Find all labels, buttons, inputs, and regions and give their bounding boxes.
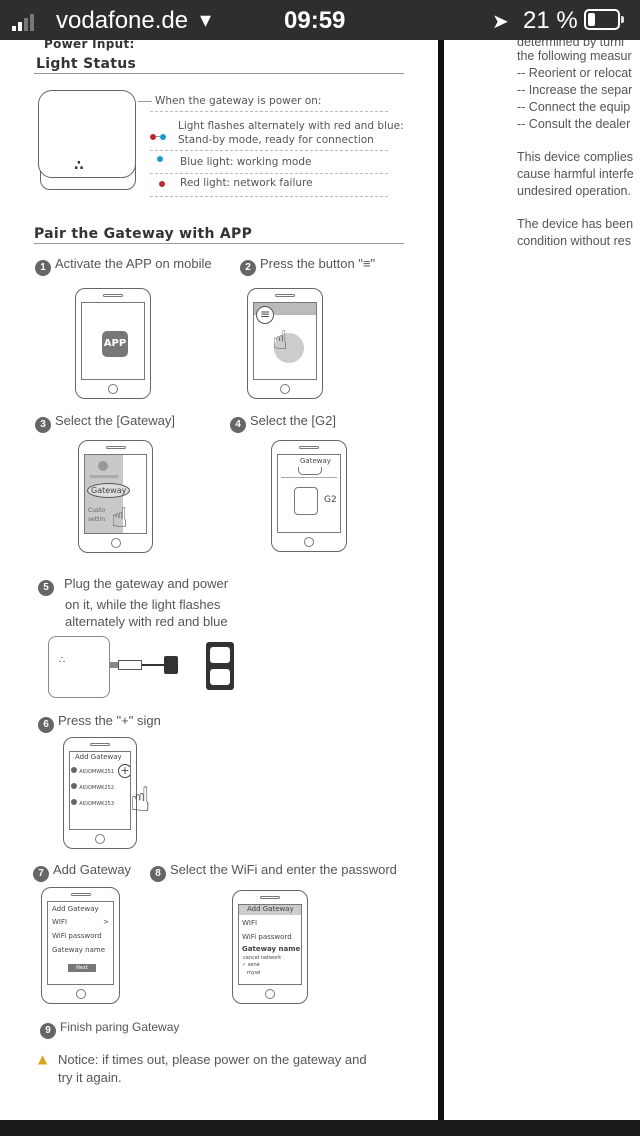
outlet-icon xyxy=(206,642,234,690)
menu-icon: ≡ xyxy=(256,306,274,324)
warning-icon: ▲ xyxy=(38,1052,48,1066)
phone-gateway-menu: Gateway Custo settin ☝ xyxy=(78,440,153,553)
carrier: vodafone.de xyxy=(56,7,189,34)
light-intro: When the gateway is power on: xyxy=(155,95,322,107)
clock: 09:59 xyxy=(284,7,346,34)
pair-title: Pair the Gateway with APP xyxy=(34,226,253,242)
right-page-text: determined by turni the following measur… xyxy=(517,40,634,248)
light-item-standby-detail: Stand-by mode, ready for connection xyxy=(178,134,374,146)
gateway-plug-image: ∴ xyxy=(48,636,110,698)
phone-app: APP xyxy=(75,288,151,399)
cut-heading: Power Input: xyxy=(44,40,135,51)
page-divider xyxy=(438,40,444,1120)
phone-wifi-select: Add Gateway WIFI WiFi password Gateway n… xyxy=(232,890,308,1004)
light-item-standby: Light flashes alternately with red and b… xyxy=(178,120,404,132)
light-item-red: Red light: network failure xyxy=(180,177,313,189)
hand-pointer-icon: ☝ xyxy=(111,501,129,534)
light-status-title: Light Status xyxy=(36,56,137,72)
plug-icon xyxy=(164,656,178,674)
plus-icon: + xyxy=(118,764,130,778)
battery-percent: 21 % xyxy=(523,7,578,34)
hand-pointer-icon: ☝ xyxy=(130,780,151,820)
status-bar: vodafone.de ▾ 09:59 ➤ 21 % xyxy=(0,0,640,40)
app-icon: APP xyxy=(102,331,128,357)
gateway-device-image: ∴ xyxy=(38,90,138,192)
phone-add-gateway-list: Add Gateway AIDOMWK251 AIDOMWK252 AIDOMW… xyxy=(63,737,137,849)
phone-menu: ≡ ☝ xyxy=(247,288,323,399)
light-item-blue: Blue light: working mode xyxy=(180,156,312,168)
notice: Notice: if times out, please power on th… xyxy=(58,1052,367,1085)
gateway-option: Gateway xyxy=(87,483,131,498)
g2-label: G2 xyxy=(324,495,337,505)
battery-icon xyxy=(584,9,620,30)
wifi-icon: ▾ xyxy=(200,7,212,32)
signal-icon xyxy=(12,14,34,31)
phone-g2: Gateway G2 xyxy=(271,440,347,552)
location-icon: ➤ xyxy=(492,11,509,33)
bottom-bar xyxy=(0,1120,640,1136)
phone-add-gateway-form: Add Gateway WIFI> WiFi password Gateway … xyxy=(41,887,120,1004)
hand-pointer-icon: ☝ xyxy=(272,326,288,356)
